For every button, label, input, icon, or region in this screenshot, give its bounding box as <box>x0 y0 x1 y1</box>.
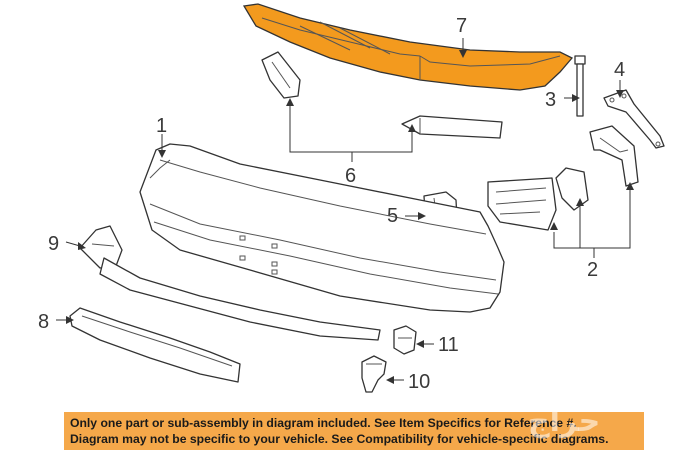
part-7-air-deflector <box>242 3 574 91</box>
part-2-brackets <box>487 125 639 231</box>
part-9-end-bracket <box>79 225 123 269</box>
callout-6: 6 <box>345 165 356 187</box>
callout-8: 8 <box>38 311 49 333</box>
callout-10: 10 <box>408 371 430 393</box>
callout-5: 5 <box>387 205 398 227</box>
callout-3: 3 <box>545 89 556 111</box>
part-11-clip-nut <box>393 325 417 355</box>
callout-11: 11 <box>438 334 459 356</box>
part-1-bumper-face-bar <box>139 143 505 313</box>
watermark-logo: ﺣﺮﺍﺝ <box>528 404 601 439</box>
part-4-brace <box>603 89 665 149</box>
callout-4: 4 <box>614 59 625 81</box>
part-6-fillers <box>261 51 503 139</box>
disclaimer-banner: Only one part or sub-assembly in diagram… <box>64 412 644 450</box>
part-10-push-pin <box>361 355 387 393</box>
disclaimer-line-2: Diagram may not be specific to your vehi… <box>70 432 609 446</box>
part-8-lower-valance <box>69 257 381 383</box>
callout-7: 7 <box>456 15 467 37</box>
leader-lines <box>56 38 634 384</box>
callout-1: 1 <box>156 115 167 137</box>
disclaimer-line-1: Only one part or sub-assembly in diagram… <box>70 416 577 430</box>
part-3-bolt <box>574 55 586 117</box>
callout-2: 2 <box>587 259 598 281</box>
callout-9: 9 <box>48 233 59 255</box>
